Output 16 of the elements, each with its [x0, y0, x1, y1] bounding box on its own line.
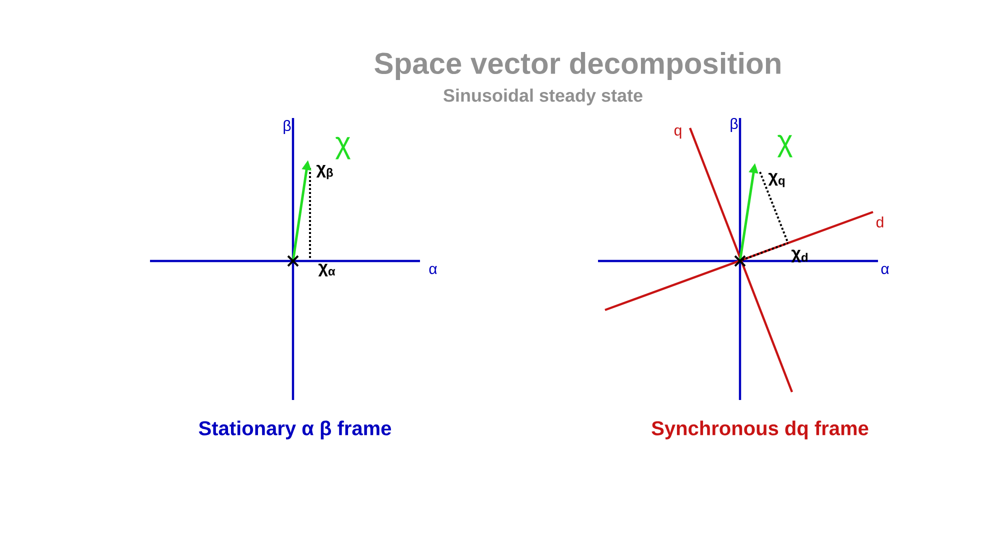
title: Space vector decomposition	[374, 52, 780, 80]
axis-label: β	[284, 120, 291, 134]
axis-label: q	[674, 127, 682, 139]
frame-caption: Stationary α β frame	[198, 420, 392, 440]
frame-caption: Synchronous dq frame	[652, 420, 868, 440]
axis-label: β	[730, 118, 738, 132]
component-label: χ$_{d}$	[791, 250, 808, 262]
component-label: χ$_{α}$	[318, 264, 336, 276]
vector-label: χ	[335, 136, 351, 160]
axis-label: α	[429, 266, 437, 274]
component-label: χ$_{β}$	[316, 164, 333, 180]
axis-label: d	[876, 216, 884, 228]
axis-label: α	[881, 266, 889, 274]
component-label: χ$_{q}$	[768, 172, 784, 188]
vector-label: χ	[777, 134, 793, 158]
subtitle: Sinusoidal steady state	[444, 88, 642, 106]
